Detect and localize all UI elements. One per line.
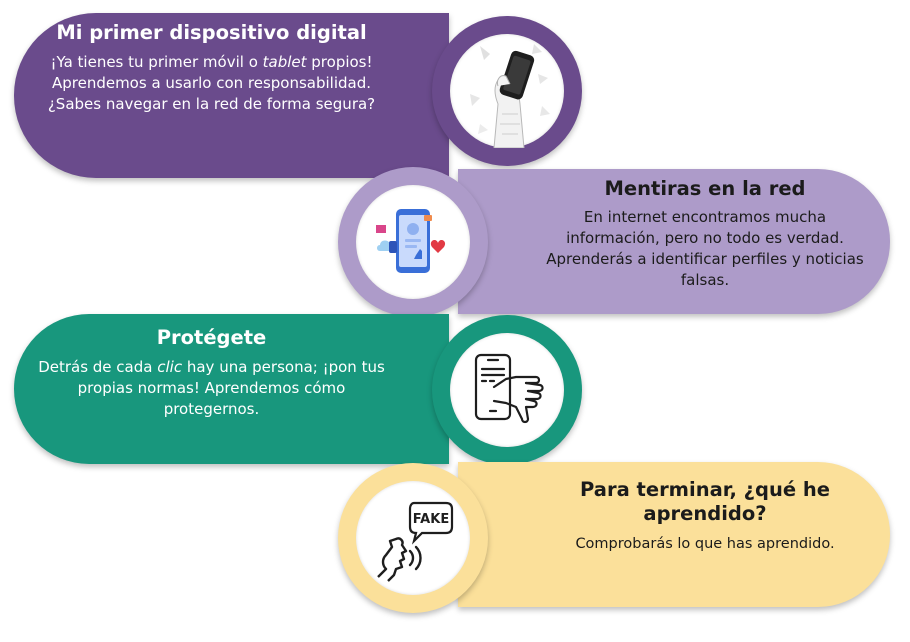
step-2-title: Mentiras en la red bbox=[604, 177, 806, 200]
step-2-badge bbox=[338, 167, 488, 317]
step-3-description: Detrás de cada clic hay una persona; ¡po… bbox=[38, 358, 385, 418]
fake-speech-icon: FAKE bbox=[377, 501, 454, 582]
step-1-description: ¡Ya tienes tu primer móvil o tablet prop… bbox=[47, 53, 376, 113]
step-4-description: Comprobarás lo que has aprendido. bbox=[575, 536, 835, 552]
step-1-badge bbox=[432, 16, 582, 166]
step-1-title: Mi primer dispositivo digital bbox=[56, 21, 367, 44]
step-4-card: Para terminar, ¿qué he aprendido? Compro… bbox=[458, 462, 890, 607]
step-4-title: Para terminar, ¿qué he aprendido? bbox=[580, 478, 830, 525]
phone-hand-dislike-icon bbox=[474, 353, 544, 424]
step-1-card: Mi primer dispositivo digital ¡Ya tienes… bbox=[14, 13, 449, 178]
step-3-card: Protégete Detrás de cada clic hay una pe… bbox=[14, 314, 449, 464]
fake-label: FAKE bbox=[413, 512, 449, 527]
smartphone-social-icon bbox=[376, 209, 446, 273]
step-4-badge: FAKE bbox=[338, 463, 488, 613]
step-3-badge bbox=[432, 315, 582, 465]
step-3-title: Protégete bbox=[156, 326, 267, 349]
hand-holding-phone-icon bbox=[470, 44, 550, 148]
step-2-description: En internet encontramos mucha informació… bbox=[546, 208, 864, 289]
step-2-card: Mentiras en la red En internet encontram… bbox=[458, 169, 890, 314]
